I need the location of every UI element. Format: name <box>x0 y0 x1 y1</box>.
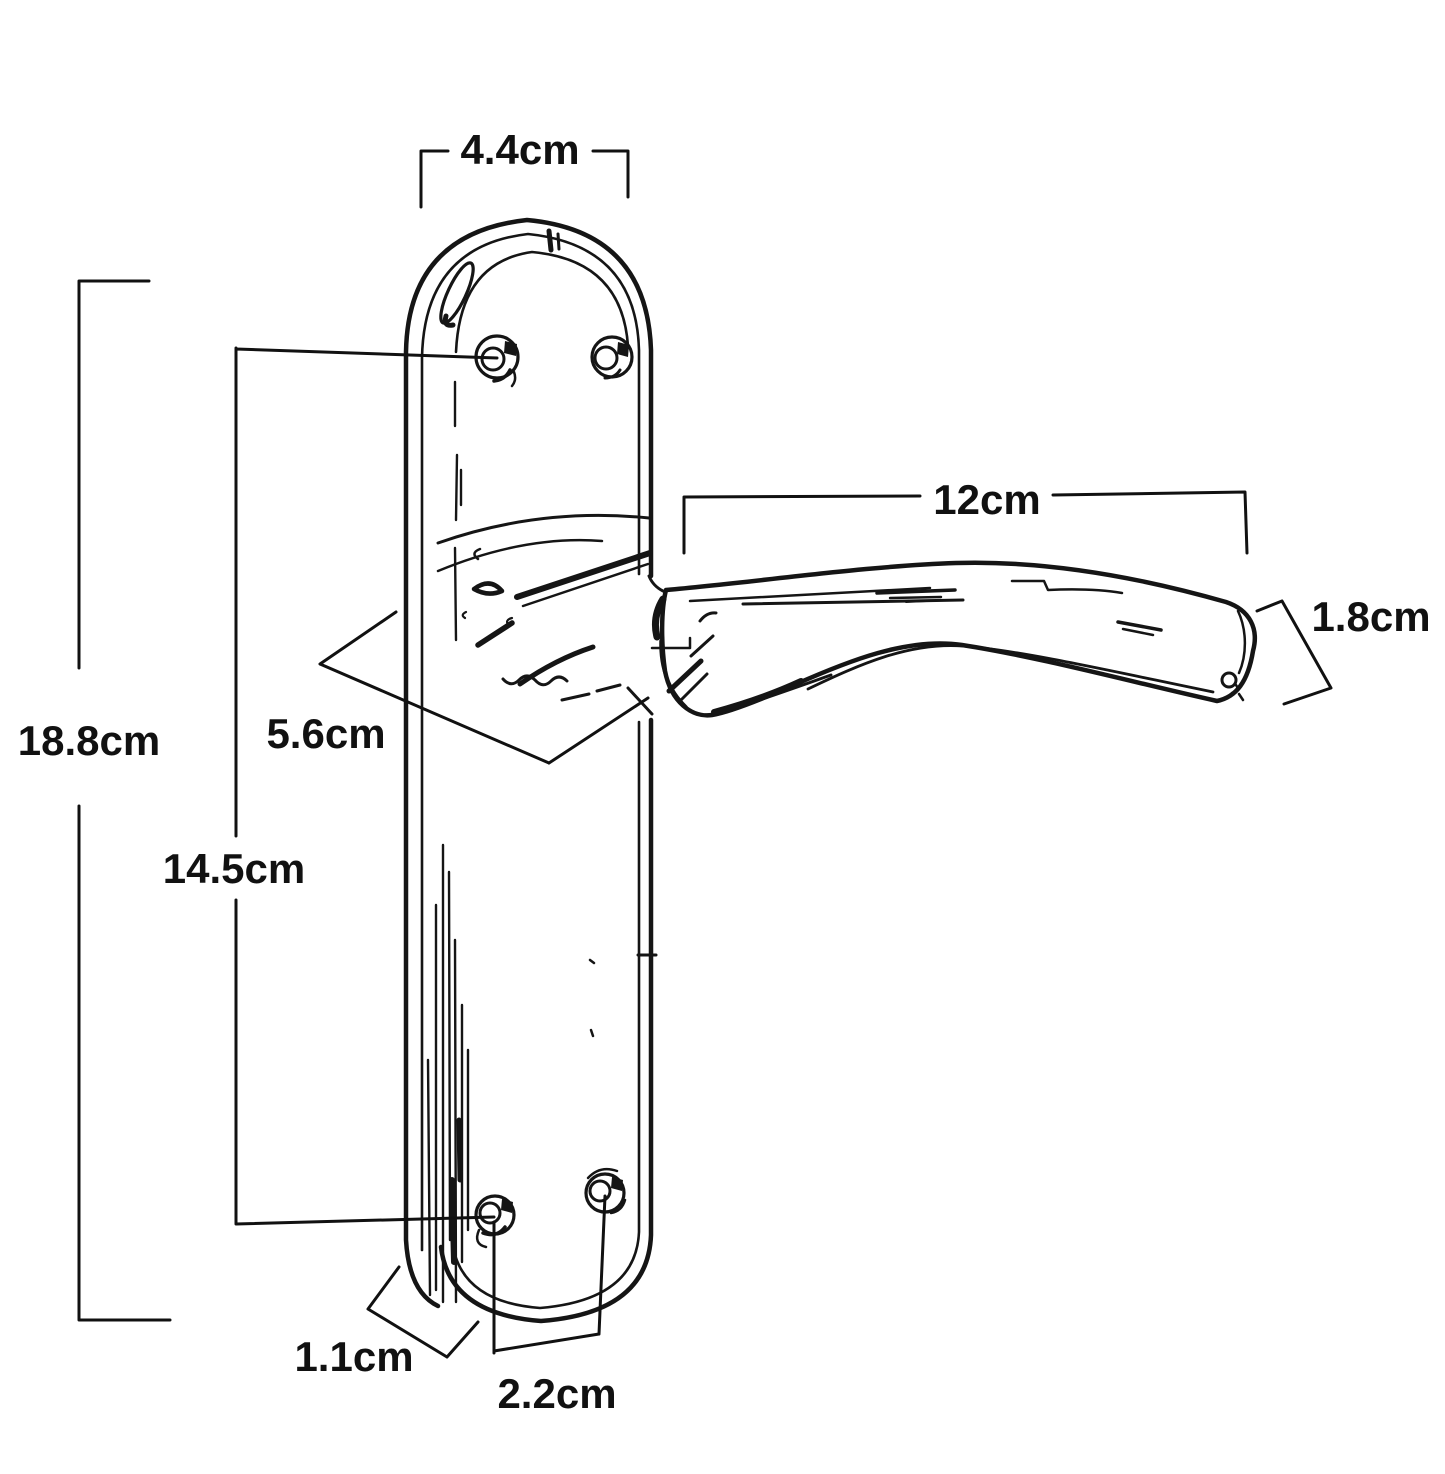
screw-top-right <box>590 335 634 380</box>
dim-label-plate-depth: 1.1cm <box>294 1333 414 1380</box>
screw-bottom-left <box>474 1194 516 1249</box>
dim-line-lever-length <box>682 490 1249 555</box>
dim-line-plate-height <box>77 279 172 1322</box>
dim-label-plate-width: 4.4cm <box>460 126 580 173</box>
dim-line-plate-width <box>419 149 630 209</box>
dim-line-lever-thickness <box>1255 599 1333 706</box>
dim-line-screw-vertical <box>234 346 499 1226</box>
backplate-hatching <box>426 380 470 1304</box>
backplate-collar-lines <box>436 513 651 628</box>
dim-line-screw-horizontal <box>492 1194 607 1355</box>
dim-label-handle-diagonal: 5.6cm <box>266 710 386 757</box>
dim-label-screw-horizontal: 2.2cm <box>497 1370 617 1417</box>
dim-line-handle-diagonal <box>318 610 650 765</box>
dim-label-screw-vertical: 14.5cm <box>162 845 306 892</box>
backplate-outline <box>403 217 658 1324</box>
dim-label-lever-length: 12cm <box>933 476 1041 523</box>
dim-label-plate-height: 18.8cm <box>17 717 161 764</box>
lever-handle <box>471 550 1258 718</box>
dim-line-plate-depth <box>366 1265 480 1359</box>
screw-top-left <box>474 334 520 388</box>
dim-label-lever-thickness: 1.8cm <box>1311 593 1431 640</box>
